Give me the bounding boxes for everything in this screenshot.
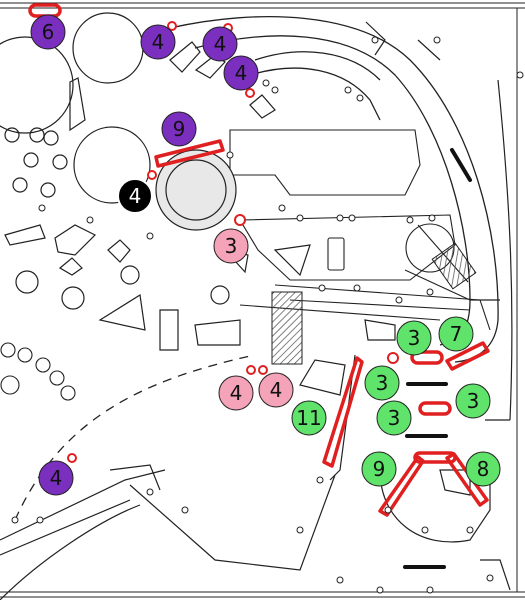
badge-label: 4 [270,378,283,402]
badge-label: 3 [376,371,389,395]
number-badge-green: 9 [361,451,397,487]
number-badge-black: 4 [117,178,153,214]
badge-circle [455,383,491,419]
left-light-inserts [0,342,76,401]
left-playfield-shapes [0,12,311,351]
badge-circle [258,372,294,408]
hatched-ramp-right [431,242,477,290]
number-badge-green: 11 [291,400,327,436]
badge-circle [223,55,259,91]
badge-label: 9 [373,457,386,481]
badge-circle [364,365,400,401]
right-lane-walls [365,21,513,421]
badge-label: 7 [450,322,463,346]
badge-label: 3 [467,389,480,413]
number-badge-purple: 4 [140,24,176,60]
orbit-ramp [169,16,499,363]
badge-circle [465,451,501,487]
badge-circle [361,451,397,487]
number-badge-pink: 3 [213,228,249,264]
number-badge-green: 8 [465,451,501,487]
badge-label: 11 [296,406,321,430]
badge-label: 4 [235,61,248,85]
lower-right-walls [299,319,511,591]
badge-circle [117,178,153,214]
number-badge-purple: 9 [161,111,197,147]
number-badge-green: 7 [438,316,474,352]
badge-label: 3 [388,406,401,430]
badge-label: 9 [173,117,186,141]
highlighted-posts [67,21,399,463]
number-badge-purple: 4 [202,26,238,62]
center-mechanism [229,129,491,331]
badge-circle [438,316,474,352]
number-badge-pink: 4 [258,372,294,408]
badge-label: 4 [152,30,165,54]
badge-label: 3 [225,234,238,258]
badge-label: 3 [408,326,421,350]
badge-circle [202,26,238,62]
hatched-ramp-left [271,291,303,365]
small-posts [11,36,524,594]
number-badge-green: 3 [396,320,432,356]
badge-circle [396,320,432,356]
badge-label: 4 [230,381,243,405]
badge-circle [30,14,66,50]
badge-label: 4 [129,184,142,208]
badge-label: 4 [50,466,63,490]
number-badge-green: 3 [364,365,400,401]
badge-circle [38,460,74,496]
black-bars [403,148,472,569]
badge-circle [291,400,327,436]
number-badge-purple: 4 [38,460,74,496]
number-badge-pink: 4 [218,375,254,411]
badge-label: 8 [477,457,490,481]
highlighted-rubbers [28,3,490,517]
number-badge-purple: 6 [30,14,66,50]
badge-label: 6 [42,20,55,44]
number-badge-green: 3 [455,383,491,419]
badge-label: 4 [214,32,227,56]
badge-circle [140,24,176,60]
badge-circle [161,111,197,147]
number-badge-purple: 4 [223,55,259,91]
badge-circle [376,400,412,436]
badge-circle [218,375,254,411]
number-badge-green: 3 [376,400,412,436]
dashed-inlane-arc [14,354,256,521]
badge-circle [213,228,249,264]
